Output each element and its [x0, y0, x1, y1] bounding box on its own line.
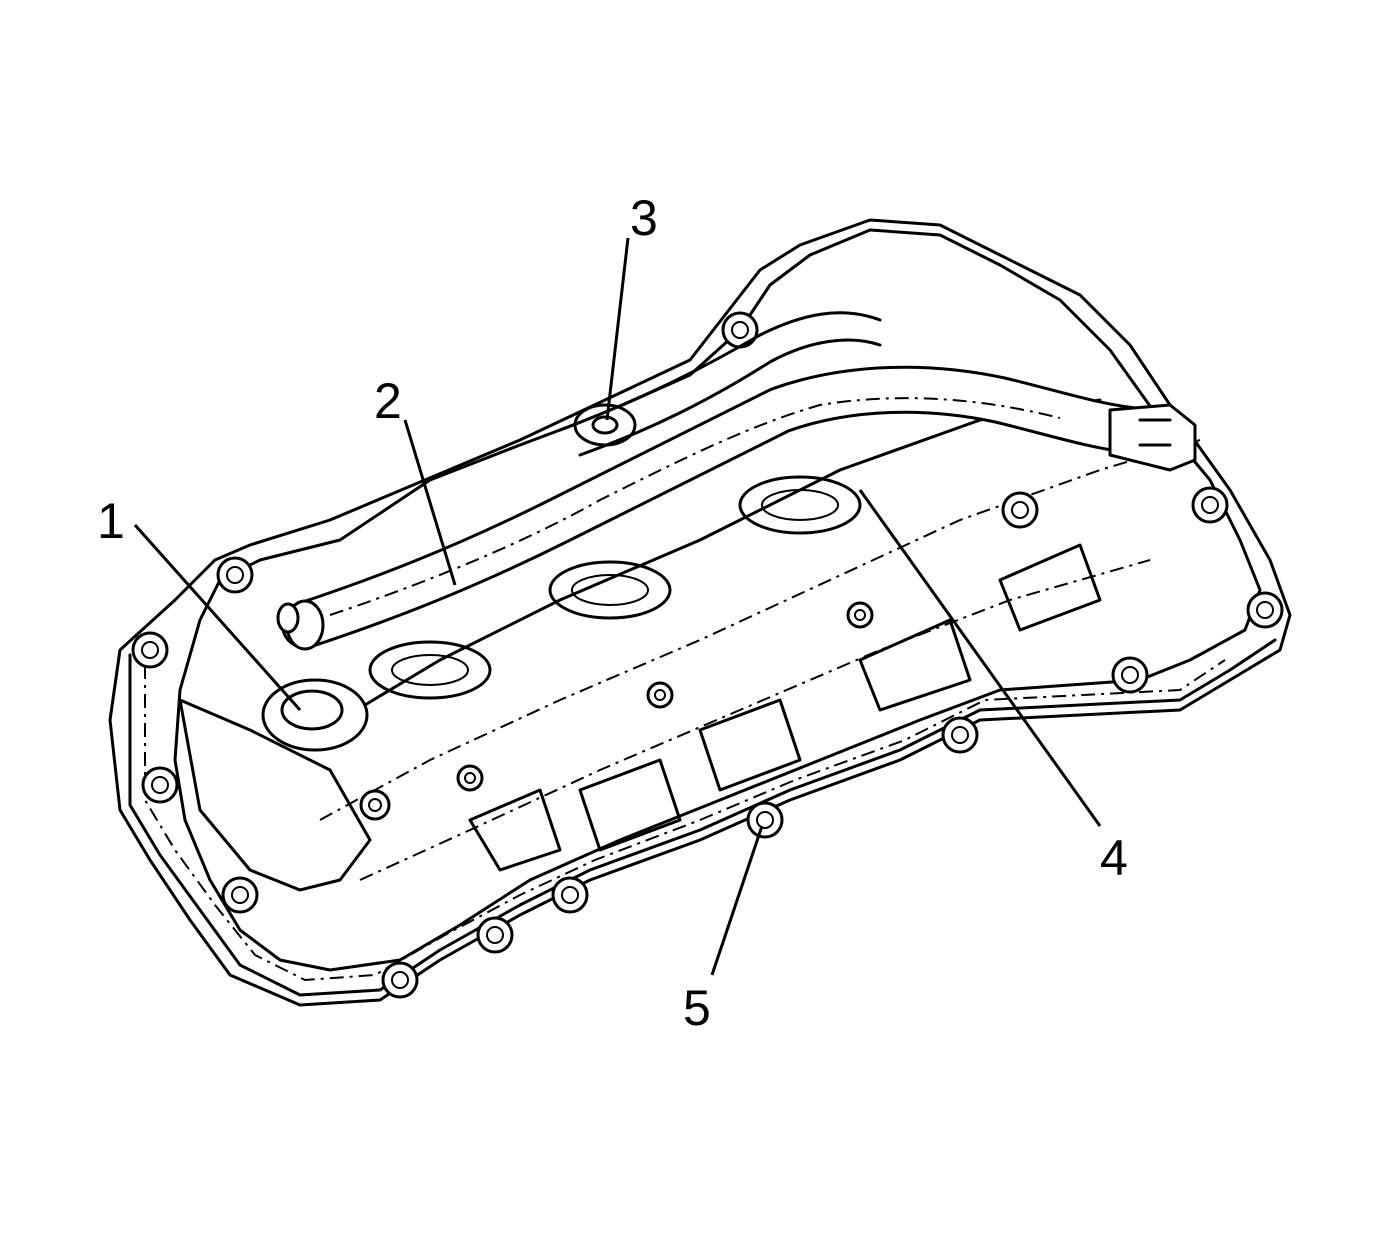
callout-3: 3 — [630, 190, 658, 246]
breather-hose — [276, 365, 1197, 651]
callout-2: 2 — [374, 373, 402, 429]
leader-4 — [858, 489, 1102, 827]
leader-1 — [133, 524, 302, 711]
callout-1: 1 — [97, 493, 125, 549]
leader-lines — [133, 237, 1102, 976]
callout-5: 5 — [683, 980, 711, 1036]
pcv-port — [261, 678, 369, 752]
leader-3 — [605, 237, 630, 421]
leader-5 — [710, 825, 764, 976]
callout-4: 4 — [1100, 830, 1128, 886]
vent-tube — [558, 311, 882, 457]
leader-2 — [403, 419, 457, 586]
bolt-holes — [131, 311, 1284, 999]
callout-labels: 1 2 3 4 5 — [97, 190, 1128, 1036]
